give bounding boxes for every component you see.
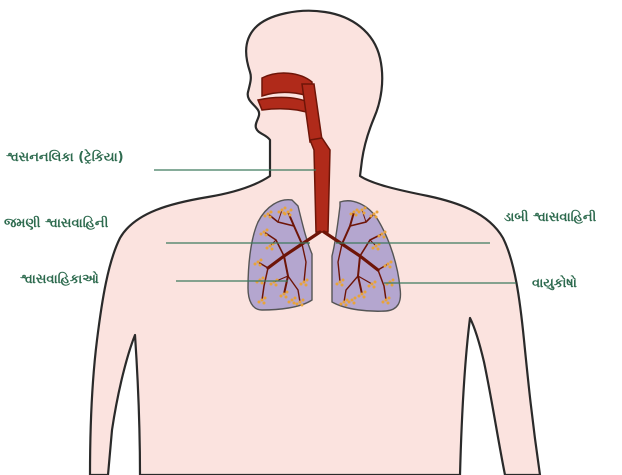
alveolus-dot — [353, 302, 356, 305]
alveolus-dot — [260, 233, 263, 236]
alveolus-dot — [306, 279, 309, 282]
alveolus-dot — [376, 211, 379, 214]
alveolus-dot — [260, 259, 263, 262]
alveolus-dot — [390, 261, 393, 264]
alveolus-dot — [261, 282, 264, 285]
alveolus-dot — [265, 234, 268, 237]
alveolus-dot — [372, 247, 375, 250]
alveolus-dot — [278, 211, 281, 214]
alveolus-dot — [382, 301, 385, 304]
alveolus-dot — [289, 214, 292, 217]
alveolus-dot — [375, 245, 378, 248]
alveolus-dot — [373, 213, 376, 216]
alveolus-dot — [254, 263, 257, 266]
alveolus-dot — [283, 293, 286, 296]
alveolus-dot — [305, 284, 308, 287]
alveolus-dot — [358, 211, 361, 214]
alveolus-dot — [285, 296, 288, 299]
alveolus-dot — [364, 207, 367, 210]
alveolus-dot — [288, 301, 291, 304]
alveolus-dot — [296, 303, 299, 306]
alveolus-dot — [264, 215, 267, 218]
alveolus-dot — [374, 281, 377, 284]
alveolus-dot — [371, 283, 374, 286]
alveolus-dot — [351, 299, 354, 302]
alveolus-dot — [353, 211, 356, 214]
alveolus-dot — [259, 264, 262, 267]
alveolus-dot — [363, 212, 366, 215]
alveolus-dot — [345, 304, 348, 307]
alveolus-dot — [342, 279, 345, 282]
alveolus-dot — [301, 304, 304, 307]
alveolus-dot — [381, 233, 384, 236]
alveolus-dot — [290, 209, 293, 212]
alveolus-dot — [370, 215, 373, 218]
alveolus-dot — [355, 214, 358, 217]
alveolus-dot — [263, 231, 266, 234]
alveolus-dot — [258, 301, 261, 304]
alveolus-dot — [269, 216, 272, 219]
alveolus-dot — [283, 212, 286, 215]
alveolus-dot — [261, 299, 264, 302]
alveolus-dot — [361, 293, 364, 296]
alveolus-dot — [284, 207, 287, 210]
alveolus-dot — [281, 209, 284, 212]
alveolus-dot — [389, 266, 392, 269]
alveolus-dot — [303, 281, 306, 284]
alveolus-dot — [383, 236, 386, 239]
trachea-label: શ્વસનનલિકા (ટ્રેકિયા) — [6, 150, 124, 165]
alveolus-dot — [336, 283, 339, 286]
alveolus-dot — [364, 291, 367, 294]
alveolus-dot — [343, 301, 346, 304]
alveolus-dot — [363, 296, 366, 299]
alveolus-dot — [384, 265, 387, 268]
alveolus-dot — [275, 284, 278, 287]
alveolus-dot — [341, 284, 344, 287]
alveoli-label: વાયુકોષો — [532, 276, 577, 291]
alveolus-dot — [387, 263, 390, 266]
alveolus-dot — [340, 303, 343, 306]
alveolus-dot — [286, 291, 289, 294]
alveolus-dot — [373, 286, 376, 289]
alveolus-dot — [266, 247, 269, 250]
alveolus-dot — [392, 279, 395, 282]
alveolus-dot — [257, 261, 260, 264]
alveolus-dot — [384, 231, 387, 234]
alveolus-dot — [280, 295, 283, 298]
alveolus-dot — [293, 302, 296, 305]
alveolus-dot — [294, 297, 297, 300]
alveolus-dot — [287, 211, 290, 214]
alveolus-dot — [299, 301, 302, 304]
alveolus-dot — [354, 297, 357, 300]
bronchioles-label: શ્વાસવાહિકાઓ — [20, 272, 99, 287]
left-bronchus-label: ડાબી શ્વાસવાહિની — [504, 210, 596, 225]
alveolus-dot — [267, 213, 270, 216]
alveolus-dot — [350, 213, 353, 216]
alveolus-dot — [263, 302, 266, 305]
right-bronchus-label: જમણી શ્વાસવાહિની — [4, 216, 108, 231]
alveolus-dot — [302, 299, 305, 302]
alveolus-dot — [300, 283, 303, 286]
alveolus-dot — [348, 301, 351, 304]
alveolus-dot — [378, 235, 381, 238]
alveolus-dot — [375, 216, 378, 219]
alveolus-dot — [266, 229, 269, 232]
alveolus-dot — [358, 295, 361, 298]
alveolus-dot — [387, 302, 390, 305]
alveolus-dot — [385, 299, 388, 302]
alveolus-dot — [361, 209, 364, 212]
alveolus-dot — [269, 245, 272, 248]
alveolus-dot — [270, 211, 273, 214]
alveolus-dot — [391, 284, 394, 287]
alveolus-dot — [271, 248, 274, 251]
alveolus-dot — [388, 297, 391, 300]
alveolus-dot — [270, 283, 273, 286]
alveolus-dot — [262, 277, 265, 280]
alveolus-dot — [291, 299, 294, 302]
alveolus-dot — [377, 248, 380, 251]
alveolus-dot — [368, 285, 371, 288]
alveolus-dot — [264, 297, 267, 300]
alveolus-dot — [339, 281, 342, 284]
